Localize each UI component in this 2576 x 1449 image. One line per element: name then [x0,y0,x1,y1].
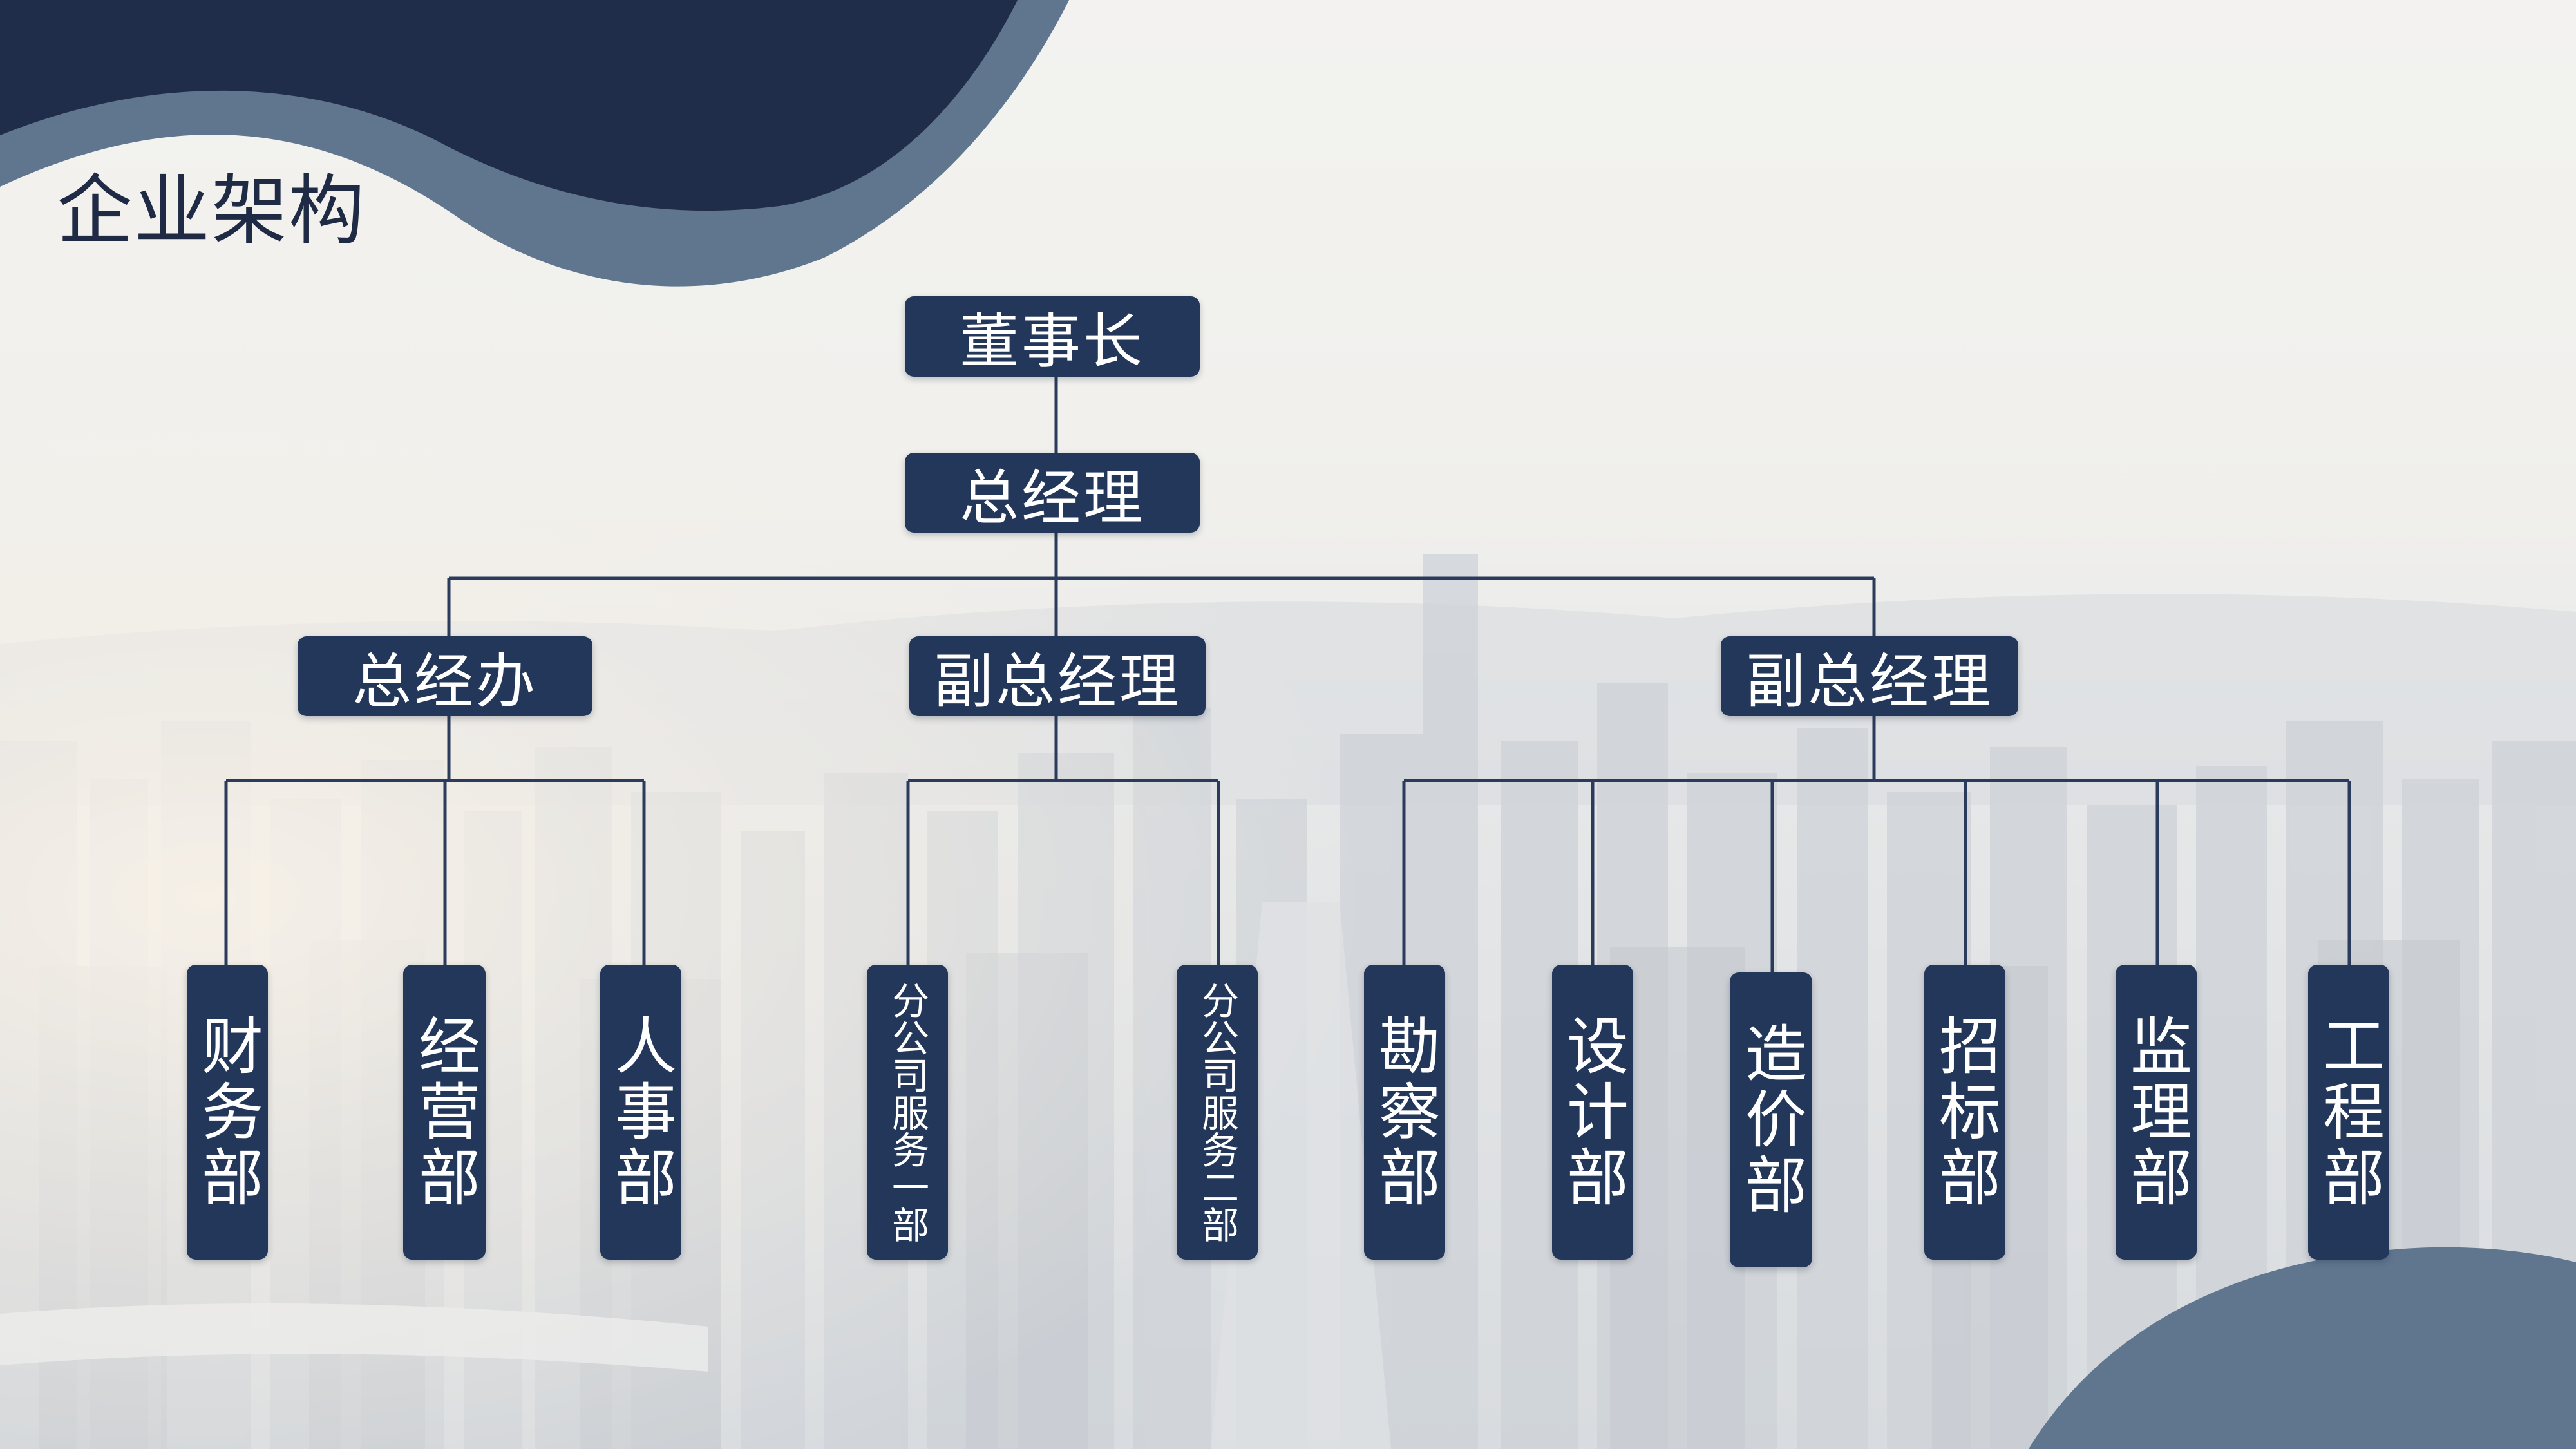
node-dept-survey: 勘察部 [1364,965,1445,1260]
node-dept-branch-service-2: 分公司服务二部 [1177,965,1258,1260]
node-dept-design: 设计部 [1552,965,1633,1260]
node-dept-cost: 造价部 [1730,972,1812,1267]
wave-dark-top-left [0,0,1018,211]
node-deputy-gm-2: 副总经理 [1721,636,2018,716]
node-dept-business: 经营部 [403,965,486,1260]
node-dept-finance: 财务部 [187,965,268,1260]
page-title: 企业架构 [57,166,366,255]
node-general-manager: 总经理 [905,453,1200,533]
node-dept-branch-service-1: 分公司服务一部 [867,965,948,1260]
node-dept-bidding: 招标部 [1924,965,2005,1260]
node-gm-office: 总经办 [298,636,592,716]
node-chairman: 董事长 [905,296,1200,377]
node-dept-hr: 人事部 [600,965,681,1260]
wave-bottom-right [2029,1247,2576,1449]
node-dept-engineering: 工程部 [2308,965,2389,1260]
node-dept-supervision: 监理部 [2116,965,2197,1260]
node-deputy-gm-1: 副总经理 [909,636,1206,716]
